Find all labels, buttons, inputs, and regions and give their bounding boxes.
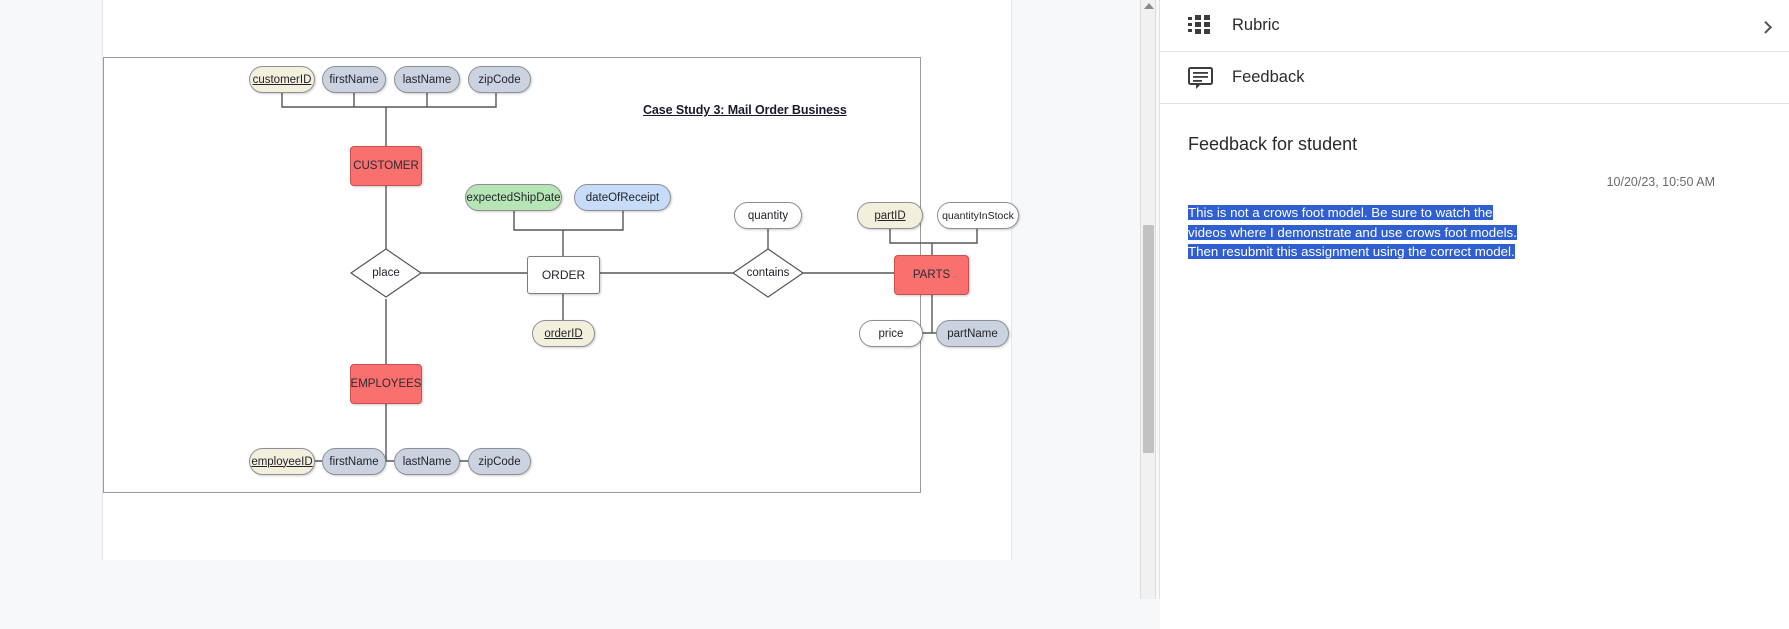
attribute-firstname-customer: firstName [322, 66, 386, 93]
feedback-text[interactable]: This is not a crows foot model. Be sure … [1188, 203, 1534, 262]
attribute-quantity: quantity [734, 202, 802, 229]
attribute-lastname-employees: lastName [394, 448, 460, 475]
rubric-row[interactable]: Rubric [1160, 0, 1789, 52]
feedback-label: Feedback [1232, 68, 1305, 86]
entity-customer: CUSTOMER [350, 146, 422, 186]
feedback-body: Feedback for student 10/20/23, 10:50 AM … [1160, 134, 1789, 629]
document-viewer: Case Study 3: Mail Order Business custom… [102, 0, 1019, 560]
grading-screen: Case Study 3: Mail Order Business custom… [102, 0, 1789, 629]
scroll-up-arrow-icon[interactable] [1144, 3, 1154, 9]
attribute-zipcode-employees: zipCode [468, 448, 531, 475]
attribute-partid: partID [857, 202, 923, 229]
attribute-employeeid: employeeID [249, 448, 315, 475]
attribute-price: price [859, 320, 923, 347]
entity-parts: PARTS [894, 255, 969, 295]
feedback-row[interactable]: Feedback [1160, 52, 1789, 104]
comment-icon [1188, 66, 1214, 89]
document-page: Case Study 3: Mail Order Business custom… [102, 0, 1019, 560]
relationship-place: place [372, 267, 400, 279]
feedback-text-highlight: This is not a crows foot model. Be sure … [1188, 205, 1517, 260]
attribute-expectedshipdate: expectedShipDate [465, 184, 562, 211]
rubric-grid-icon [1188, 14, 1214, 37]
entity-employees: EMPLOYEES [350, 364, 422, 404]
attribute-customerid: customerID [249, 66, 315, 93]
grading-panel: Rubric Feedback Feedback for student 1 [1159, 0, 1789, 629]
attribute-dateofreceipt: dateOfReceipt [574, 184, 671, 211]
attribute-firstname-employees: firstName [322, 448, 386, 475]
feedback-heading: Feedback for student [1188, 134, 1358, 154]
feedback-timestamp: 10/20/23, 10:50 AM [1606, 175, 1715, 189]
attribute-quantityinstock: quantityInStock [937, 202, 1019, 229]
attribute-lastname-customer: lastName [394, 66, 460, 93]
rubric-label: Rubric [1232, 16, 1280, 34]
attribute-orderid: orderID [532, 320, 595, 347]
vertical-scrollbar[interactable] [1140, 0, 1156, 599]
attribute-partname: partName [936, 320, 1009, 347]
entity-order: ORDER [527, 256, 600, 294]
diagram-title: Case Study 3: Mail Order Business [643, 103, 847, 117]
chevron-right-icon[interactable] [1759, 20, 1773, 34]
scrollbar-thumb[interactable] [1143, 225, 1154, 453]
relationship-contains: contains [746, 267, 790, 279]
attribute-zipcode-customer: zipCode [468, 66, 531, 93]
